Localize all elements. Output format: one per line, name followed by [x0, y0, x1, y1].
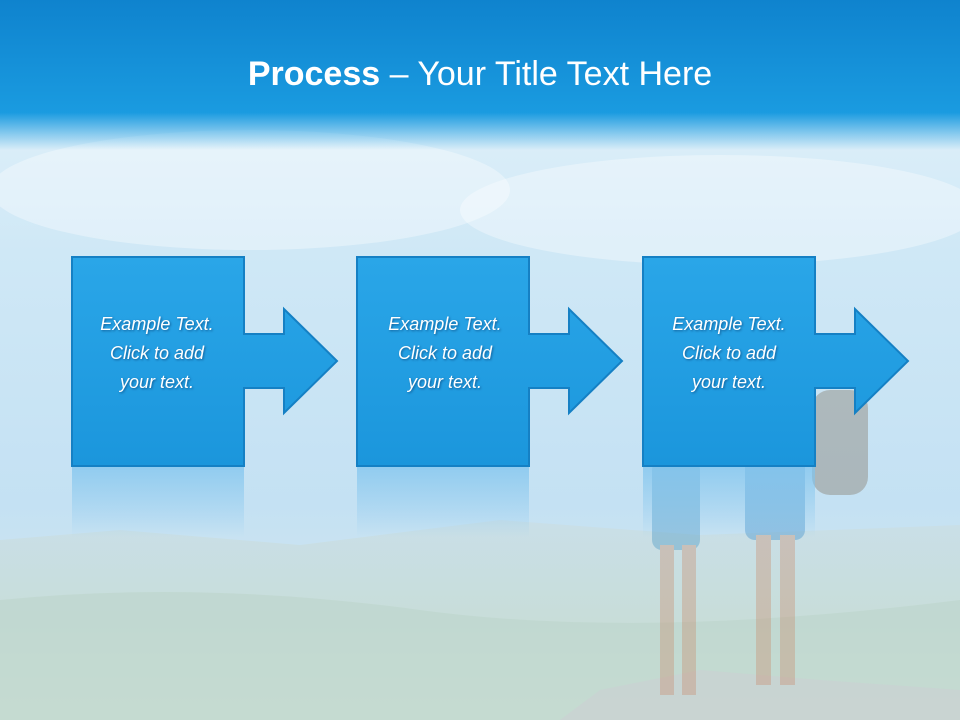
slide-title[interactable]: Process – Your Title Text Here — [0, 52, 960, 96]
process-step-2[interactable] — [356, 256, 624, 467]
box-reflection — [72, 467, 244, 537]
box-reflection — [643, 467, 815, 537]
step-1-line-1: Example Text. — [100, 314, 214, 334]
process-step-3[interactable] — [642, 256, 910, 467]
step-text-1[interactable]: Example Text. Click to add your text. — [72, 310, 242, 397]
step-1-line-3: your text. — [119, 372, 195, 392]
step-3-line-2: Click to add — [681, 343, 777, 363]
step-2-line-3: your text. — [407, 372, 483, 392]
step-2-line-1: Example Text. — [388, 314, 502, 334]
step-2-line-2: Click to add — [397, 343, 493, 363]
step-1-line-2: Click to add — [109, 343, 205, 363]
step-text-3[interactable]: Example Text. Click to add your text. — [644, 310, 814, 397]
title-bold: Process — [247, 55, 381, 93]
box-reflection — [357, 467, 529, 537]
process-step-1[interactable] — [71, 256, 339, 467]
step-box-3 — [642, 256, 910, 467]
step-3-line-3: your text. — [691, 372, 767, 392]
step-box-1 — [71, 256, 339, 467]
step-box-2 — [356, 256, 624, 467]
step-text-2[interactable]: Example Text. Click to add your text. — [360, 310, 530, 397]
title-rest: – Your Title Text Here — [380, 55, 713, 93]
title-bar — [0, 0, 960, 150]
step-3-line-1: Example Text. — [672, 314, 786, 334]
